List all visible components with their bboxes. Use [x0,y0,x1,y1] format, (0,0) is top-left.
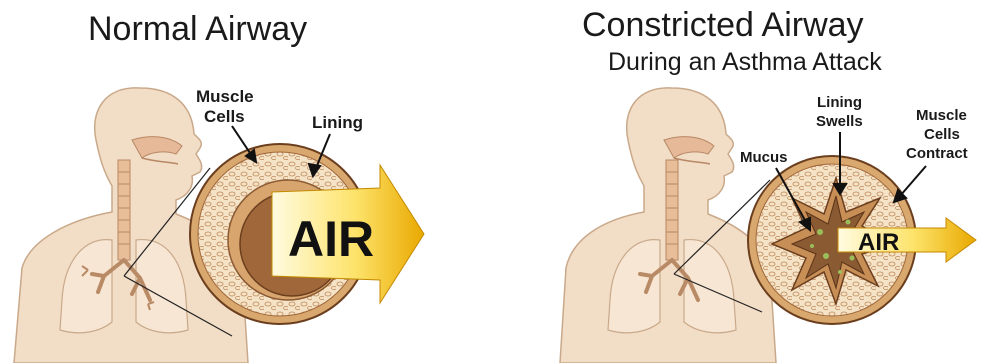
normal-air-label: AIR [288,211,374,267]
muscle-cells-label-line2: Cells [204,107,245,126]
muscle-cells-label-line1: Muscle [196,87,254,106]
lining-swells-label-line2: Swells [816,113,863,130]
constricted-air-label: AIR [858,229,899,256]
lining-swells-label-line1: Lining [817,94,862,111]
mucus-label: Mucus [740,149,788,166]
muscle-cells-contract-label-line2: Cells [924,126,960,143]
lining-label: Lining [312,113,363,132]
right-person-silhouette [560,88,776,363]
muscle-cells-contract-label-line3: Contract [906,145,968,162]
muscle-cells-contract-label-line1: Muscle [916,107,967,124]
